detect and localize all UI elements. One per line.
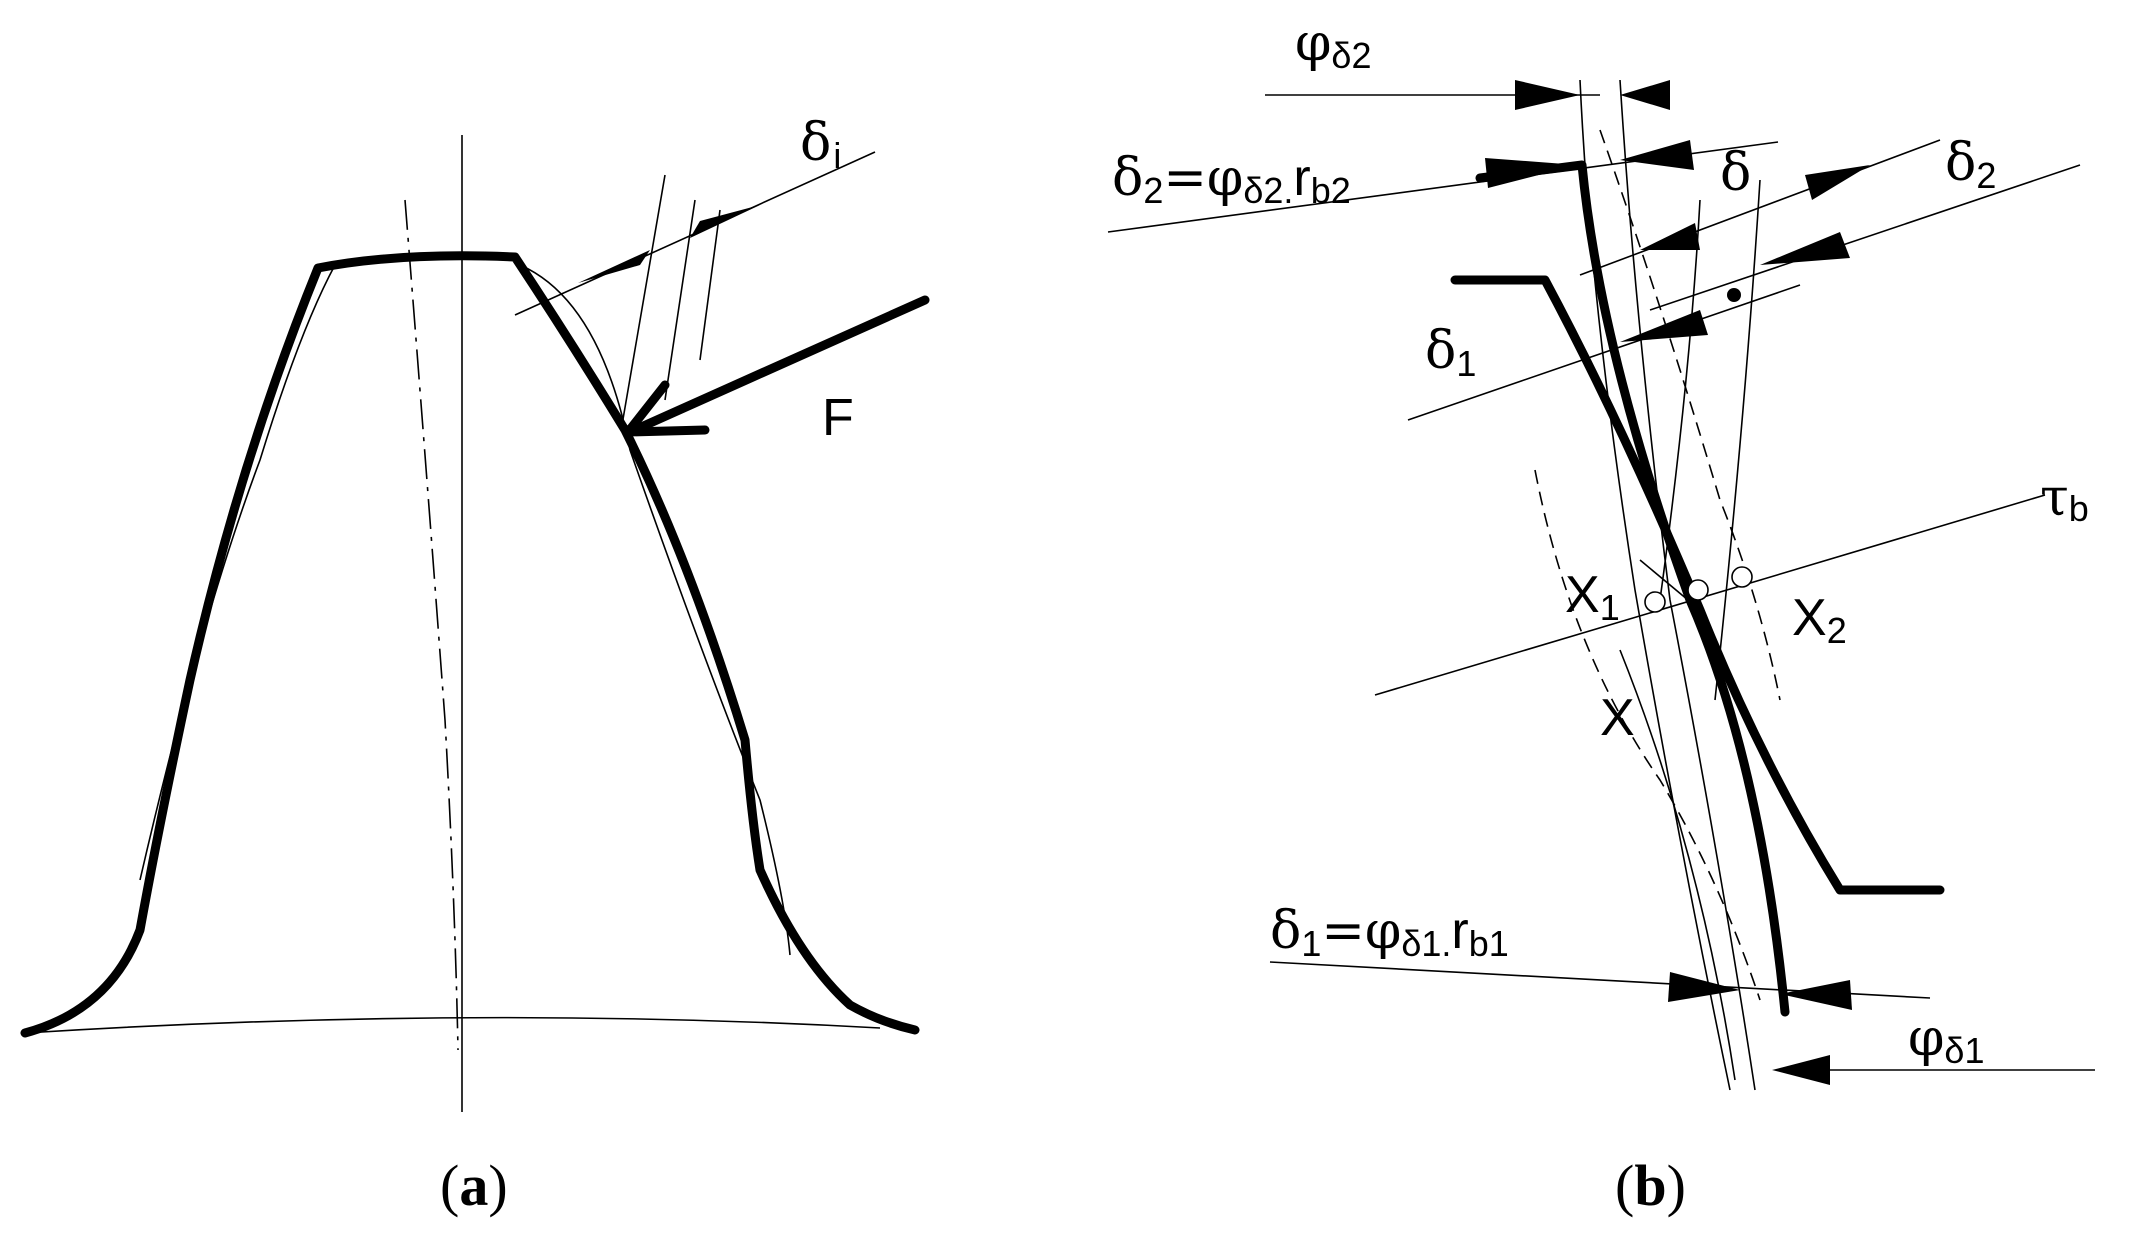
profile-thin-2 — [1619, 79, 1756, 1091]
force-label: F — [822, 389, 854, 447]
delta1-eq-sub-1: 1 — [1301, 923, 1321, 964]
x1-label: X1 — [1565, 566, 1620, 628]
phi-delta1-subscript: δ1 — [1944, 1030, 1984, 1071]
phi-delta1-symbol: φ — [1908, 1008, 1944, 1068]
delta1-eq-delta: δ — [1270, 901, 1301, 961]
caption-b-close: ) — [1667, 1153, 1686, 1218]
caption-a-close: ) — [488, 1153, 507, 1218]
root-arc — [24, 1016, 881, 1034]
delta1-label: δ1 — [1425, 321, 1476, 384]
delta1-arrow — [1620, 310, 1708, 342]
x2-label: X2 — [1792, 589, 1847, 651]
delta2-eq-delta: δ — [1112, 148, 1143, 208]
caption-a-open: ( — [440, 1153, 459, 1218]
gear1-tooth-profile — [1450, 275, 1945, 895]
delta2-eq-arrow-left — [1620, 140, 1694, 170]
phi-delta1-arrow-left — [1772, 1055, 1830, 1085]
delta2-eq-sub-2: 2 — [1143, 170, 1163, 211]
panel-b: φδ2 δ2=φδ2.rb2 δ δ2 δ1 τb X1 X2 X δ1=φδ1… — [1107, 13, 2095, 1218]
point-x1 — [1644, 591, 1666, 613]
delta2-line — [1649, 164, 2081, 311]
phi-delta1-label: φδ1 — [1908, 1008, 1984, 1071]
dashed-profile-1 — [1599, 129, 1781, 701]
phi-delta2-subscript: δ2 — [1331, 35, 1371, 76]
delta1-subscript: 1 — [1456, 343, 1476, 384]
panel-a: F δi (a) — [20, 113, 930, 1218]
delta1-equation: δ1=φδ1.rb1 — [1270, 901, 1509, 964]
caption-b-open: ( — [1615, 1153, 1634, 1218]
delta-arrow-left — [1640, 223, 1700, 250]
delta1-eq-sub-b1: b1 — [1469, 923, 1509, 964]
delta2-eq-arrow-right — [1485, 158, 1578, 188]
tau-b-line — [1374, 494, 2046, 696]
delta2-eq-sub-b2: b2 — [1311, 170, 1351, 211]
delta2-eq-sub-delta2: δ2. — [1243, 170, 1293, 211]
delta-i-symbol: δ — [800, 113, 831, 173]
delta1-line — [1407, 284, 1801, 421]
flank-line-3 — [699, 209, 721, 361]
x2-subscript: 2 — [1827, 610, 1847, 651]
point-x2 — [1731, 566, 1753, 588]
dashed-profile-2 — [1534, 469, 1761, 1001]
caption-b: (b) — [1615, 1153, 1686, 1218]
delta-arrow-right — [1805, 165, 1870, 200]
tau-symbol: τ — [2040, 468, 2069, 528]
tau-b-label: τb — [2040, 468, 2089, 529]
delta-i-subscript: i — [833, 135, 841, 176]
delta2-label: δ2 — [1945, 133, 1996, 196]
phi-delta2-symbol: φ — [1295, 13, 1331, 73]
gear2-tooth-profile — [1475, 160, 1790, 1017]
delta1-eq-arrow-right — [1668, 972, 1740, 1002]
contact-point — [1727, 288, 1741, 302]
deformed-centerline — [404, 199, 459, 1051]
delta2-symbol: δ — [1945, 133, 1976, 193]
x1-symbol: X — [1565, 566, 1600, 624]
x1-subscript: 1 — [1600, 587, 1620, 628]
delta1-symbol: δ — [1425, 321, 1456, 381]
caption-a: (a) — [440, 1153, 508, 1218]
delta2-subscript: 2 — [1976, 155, 1996, 196]
deformed-tooth-profile — [20, 251, 920, 1038]
delta-i-label: δi — [800, 113, 841, 176]
delta2-arrow — [1760, 232, 1850, 265]
profile-thin-4 — [1714, 179, 1761, 701]
delta-label: δ — [1720, 143, 1751, 203]
phi-delta2-label: φδ2 — [1295, 13, 1371, 76]
caption-b-letter: b — [1634, 1153, 1666, 1218]
delta-i-arrow-right — [690, 205, 760, 238]
delta1-eq-arrow-left — [1780, 980, 1852, 1010]
undeformed-tooth-profile — [139, 264, 791, 956]
delta-i-arrow-left — [578, 250, 650, 283]
force-vector — [625, 295, 930, 437]
delta2-eq-r: r — [1293, 149, 1310, 207]
profile-thin-5 — [1619, 649, 1736, 1081]
point-x — [1687, 579, 1709, 601]
flank-line-1 — [621, 174, 666, 426]
x-label: X — [1600, 689, 1635, 747]
delta1-eq-equals-phi: =φ — [1321, 901, 1401, 961]
delta1-eq-r: r — [1451, 902, 1468, 960]
delta1-eq-sub-delta1: δ1. — [1401, 923, 1451, 964]
x2-symbol: X — [1792, 589, 1827, 647]
caption-a-letter: a — [459, 1153, 488, 1218]
delta-line — [1579, 139, 1941, 276]
phi-delta2-arrow-left — [1620, 80, 1670, 110]
phi-delta2-arrow-right — [1515, 80, 1580, 110]
force-arrowhead — [623, 380, 710, 437]
flank-line-2 — [664, 199, 696, 401]
tau-subscript: b — [2069, 488, 2089, 529]
delta2-equation: δ2=φδ2.rb2 — [1112, 148, 1351, 211]
delta2-eq-equals-phi: =φ — [1163, 148, 1243, 208]
